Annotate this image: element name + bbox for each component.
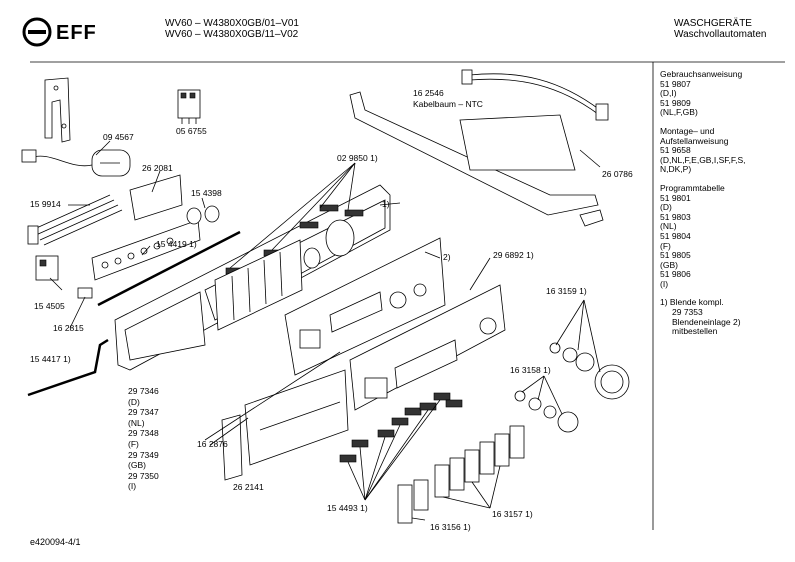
label-154417: 15 4417 1) bbox=[30, 354, 71, 364]
ribbon-cable-part bbox=[27, 194, 123, 246]
sidebar-line: Aufstellanweisung bbox=[660, 135, 729, 146]
label-163157: 16 3157 1) bbox=[492, 509, 533, 519]
panel-insert bbox=[284, 237, 446, 376]
knob-assembly-part bbox=[514, 342, 630, 433]
sidebar-line: (D) bbox=[660, 202, 672, 213]
label-159914: 15 9914 bbox=[30, 199, 61, 209]
sidebar-line: (F) bbox=[660, 240, 671, 251]
variant-part-list: 29 7346 (D) 29 7347 (NL) 29 7348 (F) 29 … bbox=[128, 386, 159, 492]
sidebar-line: 51 9804 bbox=[660, 230, 691, 241]
sidebar-line: 1) Blende kompl. bbox=[660, 297, 724, 308]
label-056755: 05 6755 bbox=[176, 126, 207, 136]
label-163158: 16 3158 1) bbox=[510, 365, 551, 375]
label-162876: 16 2876 bbox=[197, 439, 228, 449]
sidebar-line: 29 7353 bbox=[672, 307, 703, 318]
model-line-1: WV60 – W4380X0GB/01–V01 bbox=[165, 18, 299, 29]
sidebar-line: 51 9806 bbox=[660, 269, 691, 280]
rod-part bbox=[97, 230, 241, 307]
variant-item: (F) bbox=[128, 438, 139, 449]
variant-item: 29 7349 bbox=[128, 449, 159, 460]
label-note-2: 2) bbox=[443, 252, 451, 262]
relay-part bbox=[177, 89, 201, 124]
sidebar-line: 51 9807 bbox=[660, 78, 691, 89]
switch-part bbox=[35, 255, 93, 299]
variant-item: 29 7347 bbox=[128, 407, 159, 418]
category-title: WASCHGERÄTE bbox=[674, 18, 752, 29]
label-163159: 16 3159 1) bbox=[546, 286, 587, 296]
sidebar-line: (D,NL,F,E,GB,I,SF,F,S, bbox=[660, 154, 746, 165]
keys-part bbox=[397, 425, 525, 524]
bezel-part bbox=[349, 284, 506, 411]
label-262081: 26 2081 bbox=[142, 163, 173, 173]
sidebar-line: Montage– und bbox=[660, 125, 715, 136]
label-029850: 02 9850 1) bbox=[337, 153, 378, 163]
sidebar-line: Gebrauchsanweisung bbox=[660, 69, 743, 79]
cable-harness-part bbox=[461, 69, 609, 121]
variant-item: (D) bbox=[128, 396, 140, 407]
doc-id: e420094-4/1 bbox=[30, 537, 81, 547]
small-knobs-part bbox=[186, 205, 220, 225]
brand-logo: EFF bbox=[22, 16, 122, 53]
sidebar-line: (GB) bbox=[660, 259, 678, 270]
button-block bbox=[214, 239, 303, 331]
label-154398: 15 4398 bbox=[191, 188, 222, 198]
label-162815: 16 2815 bbox=[53, 323, 84, 333]
variant-item: 29 7350 bbox=[128, 470, 159, 481]
label-154419: 15 4419 1) bbox=[156, 239, 197, 249]
document-sidebar: Gebrauchsanweisung 51 9807 (D,I) 51 9809… bbox=[660, 69, 792, 337]
label-163156: 16 3156 1) bbox=[430, 522, 471, 532]
label-296892: 29 6892 1) bbox=[493, 250, 534, 260]
sidebar-line: Blendeneinlage 2) bbox=[672, 316, 741, 327]
label-162546: 16 2546 bbox=[413, 88, 444, 98]
label-262141: 26 2141 bbox=[233, 482, 264, 492]
sidebar-line: mitbestellen bbox=[672, 326, 718, 337]
label-154493: 15 4493 1) bbox=[327, 503, 368, 513]
side-bracket-part bbox=[349, 91, 604, 227]
sidebar-line: N,DK,P) bbox=[660, 164, 692, 175]
bracket-part bbox=[44, 77, 71, 143]
sidebar-line: 51 9658 bbox=[660, 145, 691, 156]
leader-lines bbox=[49, 140, 601, 521]
sidebar-line: (NL,F,GB) bbox=[660, 107, 698, 118]
drawer-part bbox=[221, 369, 349, 481]
capacitor-part bbox=[21, 149, 131, 177]
label-kabelbaum: Kabelbaum – NTC bbox=[413, 99, 483, 109]
variant-item: 29 7346 bbox=[128, 386, 159, 396]
variant-item: (I) bbox=[128, 481, 137, 492]
sidebar-line: 51 9805 bbox=[660, 250, 691, 261]
variant-item: (NL) bbox=[128, 417, 145, 428]
sidebar-line: (D,I) bbox=[660, 88, 677, 99]
sidebar-line: (I) bbox=[660, 278, 669, 289]
sidebar-line: (NL) bbox=[660, 221, 677, 232]
label-154505: 15 4505 bbox=[34, 301, 65, 311]
label-note-1: 1) bbox=[382, 199, 390, 209]
wire-part bbox=[27, 338, 109, 397]
sidebar-line: Programmtabelle bbox=[660, 182, 725, 193]
circuit-board-part bbox=[91, 174, 201, 281]
sidebar-line: 51 9801 bbox=[660, 192, 691, 203]
subcategory-title: Waschvollautomaten bbox=[674, 29, 767, 40]
label-260786: 26 0786 bbox=[602, 169, 633, 179]
model-line-2: WV60 – W4380X0GB/11–V02 bbox=[165, 29, 299, 40]
svg-text:EFF: EFF bbox=[56, 22, 97, 44]
variant-item: (GB) bbox=[128, 460, 146, 471]
neff-logo-icon: EFF bbox=[22, 17, 97, 47]
label-094567: 09 4567 bbox=[103, 132, 134, 142]
sidebar-line: 51 9809 bbox=[660, 97, 691, 108]
variant-item: 29 7348 bbox=[128, 428, 159, 439]
sidebar-line: 51 9803 bbox=[660, 211, 691, 222]
